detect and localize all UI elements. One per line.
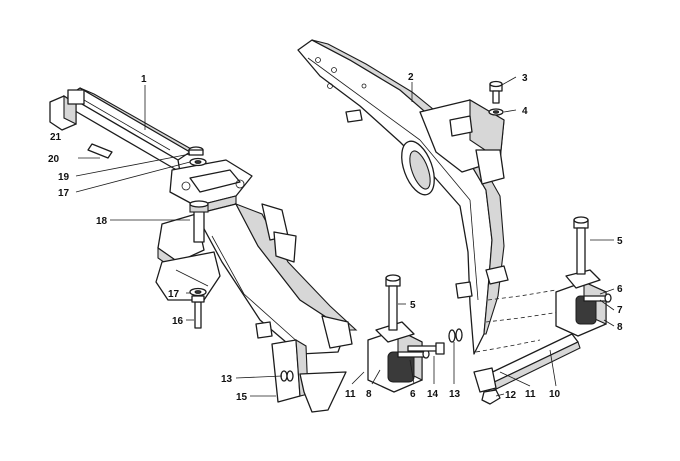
callout-8-right: 8 xyxy=(617,322,623,333)
callout-16: 16 xyxy=(172,316,184,327)
callout-17-lower: 17 xyxy=(168,289,180,300)
callout-20: 20 xyxy=(48,154,60,165)
callout-4: 4 xyxy=(522,106,528,117)
washers-13-center xyxy=(448,328,463,343)
nut-12 xyxy=(481,389,501,405)
top-washer-nut-stack xyxy=(188,146,207,167)
callout-7: 7 xyxy=(617,305,623,316)
callout-3: 3 xyxy=(522,73,528,84)
leader-lines xyxy=(75,76,615,397)
callout-18: 18 xyxy=(96,216,108,227)
callout-11-right: 11 xyxy=(525,389,536,400)
bolt-3-washer-4 xyxy=(488,80,504,116)
callout-13-center: 13 xyxy=(449,389,461,400)
bolt-5-right xyxy=(573,216,589,275)
callout-6-center: 6 xyxy=(410,389,416,400)
callout-10: 10 xyxy=(549,389,561,400)
callout-labels: 1 2 3 4 5 6 7 8 5 10 11 12 13 14 6 8 11 … xyxy=(48,72,623,403)
washer-17-bolt-16 xyxy=(189,287,207,329)
bolt-18-assembly xyxy=(189,200,209,243)
callout-6-right: 6 xyxy=(617,284,623,295)
callout-13-left: 13 xyxy=(221,374,233,385)
callout-11-center: 11 xyxy=(345,389,356,400)
washers-13-left xyxy=(280,370,294,382)
support-strut xyxy=(473,333,581,393)
right-longitudinal-member xyxy=(297,39,561,355)
center-engine-mount xyxy=(367,321,430,393)
callout-21: 21 xyxy=(50,132,62,143)
callout-19: 19 xyxy=(58,172,70,183)
bolt-5-center xyxy=(385,274,401,331)
callout-15: 15 xyxy=(236,392,248,403)
callout-5-center: 5 xyxy=(410,300,416,311)
callout-8-center: 8 xyxy=(366,389,372,400)
right-engine-mount xyxy=(555,269,612,337)
callout-5-right: 5 xyxy=(617,236,623,247)
left-subframe-carrier xyxy=(49,87,358,413)
callout-2: 2 xyxy=(408,72,414,83)
callout-12: 12 xyxy=(505,390,517,401)
callout-17-upper: 17 xyxy=(58,188,70,199)
bolt-14 xyxy=(407,342,445,355)
callout-1: 1 xyxy=(141,74,147,85)
callout-14: 14 xyxy=(427,389,439,400)
